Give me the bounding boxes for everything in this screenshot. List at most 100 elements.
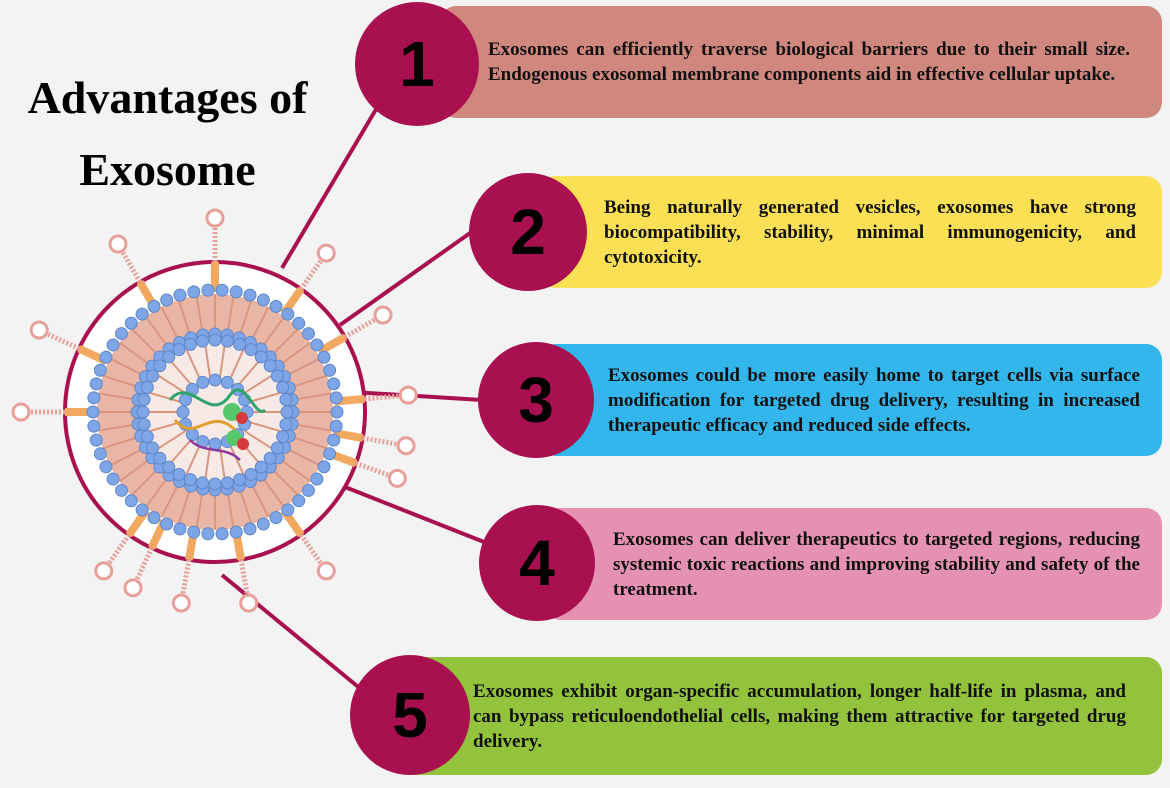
lipid-head [269,511,283,525]
inner-membrane-core [145,342,285,482]
connector-line-5 [220,573,364,692]
receptor-loop [316,561,336,581]
receptor-loop [123,578,143,598]
receptor-loop [316,243,336,263]
lipid-tail [238,487,253,525]
receptor-stem [316,333,347,356]
lipid-head [135,503,149,517]
receptor-loop [108,234,128,254]
lipid-tail [243,430,275,451]
dna-strand-2 [189,439,241,461]
lipid-head [229,285,243,299]
advantage-text-5: Exosomes exhibit organ-specific accumula… [473,680,1126,752]
number-badge-2: 2 [469,173,587,291]
lipid-head [176,405,190,419]
lipid-tail [102,435,140,450]
lipid-tail [218,342,226,378]
connector-line-4 [339,483,485,544]
lipid-head [292,316,306,330]
lipid-head [93,363,107,377]
lipid-head [208,477,222,491]
lipid-head [140,380,154,394]
lipid-tail [270,327,300,357]
lipid-head [244,343,258,357]
receptor-strand [298,258,324,291]
lipid-tail [279,458,312,483]
lipid-tail [204,446,212,482]
lipid-head [263,451,277,465]
lipid-tail [147,420,182,433]
lipid-head [330,405,344,419]
lipid-head [270,369,284,383]
lipid-head [115,483,129,497]
lipid-head [329,419,343,433]
lipid-tail [228,443,245,477]
lipid-head [327,377,341,391]
lipid-tail [185,347,202,381]
lipid-tail [195,490,204,529]
lipid-head [146,441,160,455]
lipid-tail [248,391,283,404]
lipid-tail [226,295,235,334]
lipid-head [254,350,268,364]
lipid-head [310,338,324,352]
lipid-tail [130,467,160,497]
lipid-head [162,460,176,474]
lipid-head [263,359,277,373]
lipid-head [89,377,103,391]
receptor-strand [106,533,132,566]
lipid-head [160,293,174,307]
lipid-head [233,473,247,487]
lipid-tail [98,423,137,432]
lipid-head [292,494,306,508]
cargo-molecule [236,412,248,424]
lipid-head [281,307,295,321]
lipid-head [86,405,100,419]
lipid-head [208,373,222,387]
receptor-strand [180,559,192,596]
lipid-head [281,503,295,517]
receptor-loop [29,320,49,340]
lipid-head [221,334,235,348]
title-line-2: Exosome [79,144,256,195]
receptor-strand [362,435,399,447]
lipid-tail [204,342,212,378]
lipid-tail [185,443,202,477]
lipid-tail [147,391,182,404]
lipid-head [215,527,229,541]
receptor-strand [238,559,250,596]
lipid-head [137,418,151,432]
lipid-head [136,405,150,419]
lipid-tail [144,476,169,509]
lipid-head [327,433,341,447]
connector-line-1 [280,104,380,270]
number-badge-1: 1 [355,2,479,126]
lipid-head [137,392,151,406]
lipid-head [147,299,161,313]
lipid-head [106,338,120,352]
lipid-tail [155,430,187,451]
lipid-tail [109,357,145,377]
lipid-head [183,337,197,351]
lipid-head [153,359,167,373]
advantage-text-1: Exosomes can efficiently traverse biolog… [488,39,1130,85]
lipid-head [146,369,160,383]
lipid-tail [168,437,193,466]
lipid-head [229,525,243,539]
lipid-head [256,293,270,307]
lipid-head [183,473,197,487]
lipid-tail [250,482,270,518]
advantage-text-2: Being naturally generated vesicles, exos… [604,196,1136,268]
lipid-tail [261,315,286,348]
lipid-tail [160,306,180,342]
lipid-head [243,288,257,302]
lipid-head [160,517,174,531]
lipid-head [162,350,176,364]
lipid-head [310,472,324,486]
lipid-tail [270,467,300,497]
dna-strand [173,419,237,432]
lipid-head [317,350,331,364]
rna-strand [168,388,267,413]
